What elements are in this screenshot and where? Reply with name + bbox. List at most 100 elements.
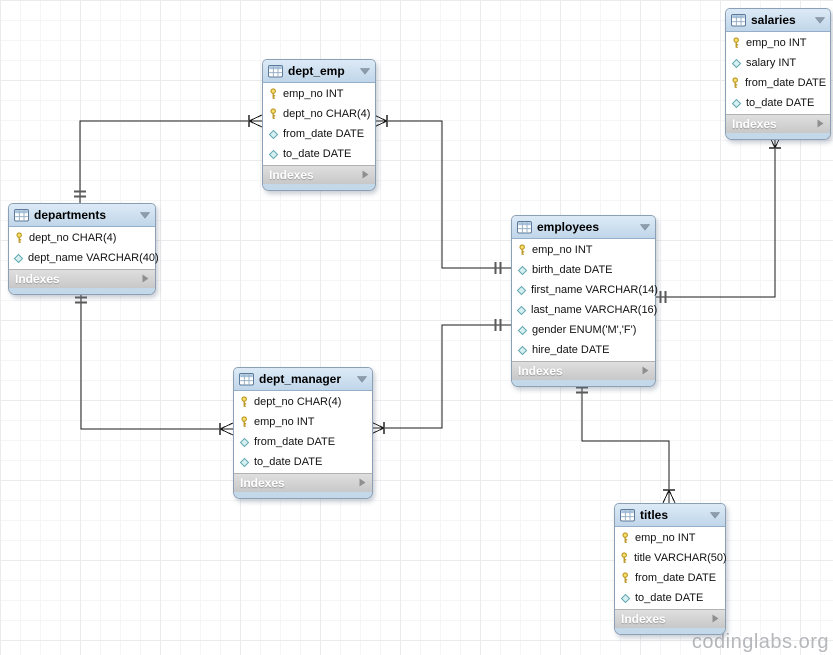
primary-key-icon [238,396,250,408]
table-dept_emp[interactable]: dept_emp emp_no INT dept_no CHAR(4)from_da… [262,59,376,191]
crow-foot [373,120,388,128]
column-row[interactable]: to_date DATE [263,144,375,164]
column-label: from_date DATE [254,436,336,448]
crow-foot [370,427,385,435]
table-icon [14,208,29,222]
column-row[interactable]: first_name VARCHAR(14) [512,280,658,300]
collapse-arrow-icon[interactable] [140,211,150,219]
column-row[interactable]: to_date DATE [234,452,372,472]
column-row[interactable]: to_date DATE [726,93,830,113]
relationship-line[interactable] [371,324,511,429]
table-icon [268,64,283,78]
relationship-line[interactable] [654,135,776,298]
column-label: last_name VARCHAR(16) [531,304,658,316]
table-header[interactable]: titles [615,504,725,527]
column-row[interactable]: salary INT [726,53,830,73]
column-row[interactable]: gender ENUM('M','F') [512,320,655,340]
primary-key-icon [619,552,630,564]
indexes-bar[interactable]: Indexes [9,269,155,288]
expand-arrow-icon[interactable] [362,168,369,182]
relationship-employees-dept_manager[interactable] [370,319,511,435]
relationship-line[interactable] [374,120,511,269]
column-row-pk[interactable]: emp_no INT [263,84,375,104]
column-diamond-icon [516,345,528,356]
column-label: to_date DATE [283,148,352,160]
relationship-departments-dept_manager[interactable] [75,290,234,436]
indexes-bar[interactable]: Indexes [263,165,375,184]
relationship-line[interactable] [79,120,262,203]
collapse-arrow-icon[interactable] [360,67,370,75]
table-header[interactable]: salaries [726,9,830,32]
column-row[interactable]: from_date DATE [263,124,375,144]
expand-arrow-icon[interactable] [142,272,149,286]
column-row-pk[interactable]: emp_no INT [726,33,830,53]
table-columns: dept_no CHAR(4)emp_no INT from_date DATE t… [234,391,372,473]
crow-foot [373,114,388,122]
column-row-pk[interactable]: dept_no CHAR(4) [234,392,372,412]
column-label: dept_no CHAR(4) [29,232,117,244]
relationship-line[interactable] [581,382,670,503]
column-diamond-icon [516,305,527,316]
column-diamond-icon [619,593,631,604]
collapse-arrow-icon[interactable] [640,223,650,231]
relationship-line[interactable] [80,290,233,430]
column-row-pk[interactable]: from_date DATE [726,73,830,93]
collapse-arrow-icon[interactable] [710,511,720,519]
column-row[interactable]: from_date DATE [234,432,372,452]
indexes-label: Indexes [269,168,314,182]
relationship-employees-dept_emp[interactable] [373,114,511,274]
relationship-employees-titles[interactable] [576,382,676,504]
table-header[interactable]: dept_emp [263,60,375,83]
table-footer [9,288,155,294]
table-columns: emp_no INT dept_no CHAR(4)from_date DATE t… [263,83,375,165]
table-header[interactable]: dept_manager [234,368,372,391]
relationship-departments-dept_emp[interactable] [74,114,263,203]
column-row[interactable]: to_date DATE [615,588,725,608]
column-row-pk[interactable]: emp_no INT [615,528,725,548]
primary-key-icon [238,416,250,428]
column-row-pk[interactable]: from_date DATE [615,568,725,588]
column-label: birth_date DATE [532,264,613,276]
column-row[interactable]: birth_date DATE [512,260,655,280]
collapse-arrow-icon[interactable] [357,375,367,383]
column-label: first_name VARCHAR(14) [531,284,658,296]
indexes-bar[interactable]: Indexes [234,473,372,492]
expand-arrow-icon[interactable] [817,117,824,131]
relationship-employees-salaries[interactable] [654,134,782,303]
table-footer [615,628,725,634]
indexes-bar[interactable]: Indexes [512,361,655,380]
indexes-bar[interactable]: Indexes [726,114,830,133]
column-row[interactable]: hire_date DATE [512,340,655,360]
indexes-bar[interactable]: Indexes [615,609,725,628]
column-label: emp_no INT [746,37,807,49]
column-label: emp_no INT [283,88,344,100]
table-header[interactable]: employees [512,216,655,239]
table-header[interactable]: departments [9,204,155,227]
column-diamond-icon [13,253,24,264]
column-row-pk[interactable]: emp_no INT [512,240,655,260]
column-row-pk[interactable]: dept_no CHAR(4) [9,228,155,248]
indexes-label: Indexes [518,364,563,378]
expand-arrow-icon[interactable] [712,612,719,626]
column-row-pk[interactable]: title VARCHAR(50) [615,548,727,568]
collapse-arrow-icon[interactable] [815,16,825,24]
column-row-pk[interactable]: dept_no CHAR(4) [263,104,375,124]
expand-arrow-icon[interactable] [359,476,366,490]
column-row-pk[interactable]: emp_no INT [234,412,372,432]
crow-foot [219,422,234,430]
primary-key-icon [267,88,279,100]
table-title: employees [537,220,600,234]
table-title: titles [640,508,669,522]
column-row[interactable]: last_name VARCHAR(16) [512,300,658,320]
table-departments[interactable]: departments dept_no CHAR(4) dept_name VARC… [8,203,159,295]
watermark: codinglabs.org [691,631,829,653]
expand-arrow-icon[interactable] [642,364,649,378]
column-row[interactable]: dept_name VARCHAR(40) [9,248,159,268]
primary-key-icon [516,244,528,256]
table-employees[interactable]: employees emp_no INT birth_date DATE first_… [511,215,658,387]
